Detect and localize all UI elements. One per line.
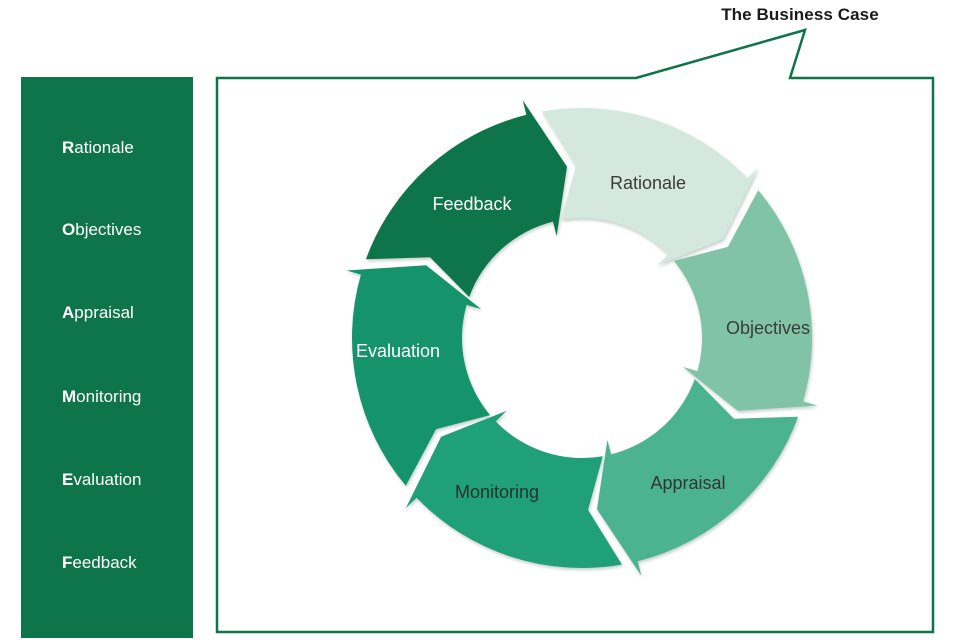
sidebar-item-rationale: Rationale [62,137,134,159]
sidebar-item-rest: ationale [74,138,134,157]
page-title: The Business Case [721,5,879,24]
sidebar-item-objectives: Objectives [62,219,141,241]
sidebar-item-appraisal: Appraisal [62,302,134,324]
sidebar-item-initial: A [62,303,75,322]
sidebar-item-rest: bjectives [75,220,142,239]
sidebar-item-initial: M [62,387,77,406]
cycle-label-objectives: Objectives [725,318,811,338]
cycle-segment-monitoring-arrow [405,410,622,568]
sidebar-item-monitoring: Monitoring [62,386,141,408]
cycle-segment-rationale-arrow [542,108,759,266]
cycle-segment-evaluation-arrow [346,265,491,486]
sidebar-item-feedback: Feedback [62,552,137,574]
sidebar-item-initial: R [62,138,75,157]
cycle-label-feedback: Feedback [432,194,512,214]
cycle-label-appraisal: Appraisal [650,473,726,493]
cycle-diagram [346,100,818,576]
sidebar-item-rest: eedback [72,553,137,572]
sidebar-item-evaluation: Evaluation [62,469,141,491]
sidebar-acronym-panel: Rationale Objectives Appraisal Monitorin… [21,77,193,638]
cycle-label-evaluation: Evaluation [355,341,441,361]
cycle-segment-feedback-arrow [365,100,567,297]
cycle-label-monitoring: Monitoring [454,482,540,502]
cycle-segment-objectives-arrow [673,190,818,411]
sidebar-item-initial: F [62,553,73,572]
sidebar-item-rest: onitoring [76,387,142,406]
sidebar-item-initial: O [62,220,76,239]
cycle-segment-appraisal-arrow [597,379,799,576]
sidebar-item-rest: valuation [73,470,142,489]
sidebar-item-rest: ppraisal [74,303,134,322]
sidebar-item-initial: E [62,470,74,489]
cycle-label-rationale: Rationale [609,173,687,193]
